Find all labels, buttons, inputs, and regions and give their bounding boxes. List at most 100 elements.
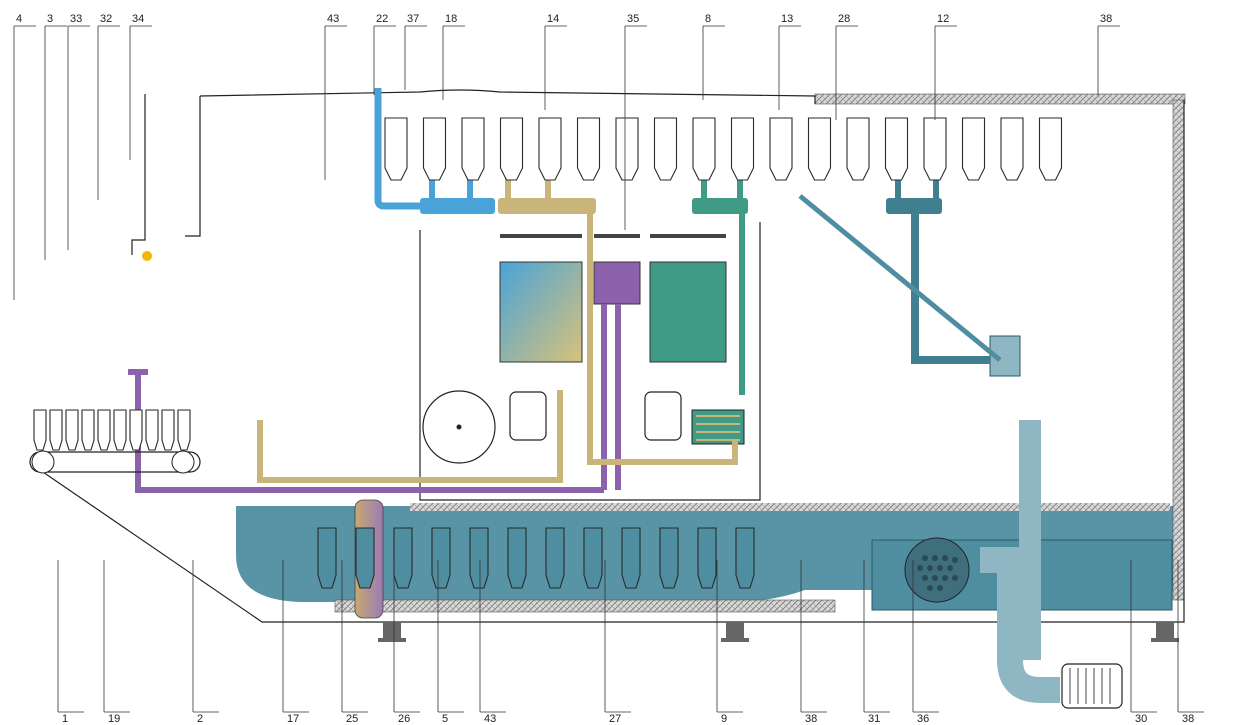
top-callout-number: 14 bbox=[547, 13, 559, 25]
blue-spray-header bbox=[420, 198, 495, 214]
machine-feet bbox=[378, 622, 1179, 642]
tank-blue-sand bbox=[499, 261, 583, 363]
bath-bottle-carrier bbox=[545, 527, 565, 589]
top-bottle-carrier bbox=[807, 117, 832, 181]
tank-purple bbox=[593, 261, 641, 305]
top-callout-number: 43 bbox=[327, 13, 339, 25]
bottom-callout-number: 2 bbox=[197, 713, 203, 725]
top-bottle-carrier bbox=[576, 117, 601, 181]
infeed-roller-left bbox=[31, 450, 55, 474]
bottom-callout-number: 31 bbox=[868, 713, 880, 725]
bottom-callout-number: 9 bbox=[721, 713, 727, 725]
teal-supply-line bbox=[911, 210, 990, 364]
top-bottle-carrier bbox=[538, 117, 562, 181]
bottom-callout-number: 38 bbox=[805, 713, 817, 725]
green-spray-header bbox=[692, 198, 748, 214]
infeed-bottle bbox=[177, 409, 191, 451]
pump-right-motor bbox=[644, 391, 682, 441]
infeed-bottle bbox=[97, 409, 111, 451]
top-callout-number: 4 bbox=[16, 13, 22, 25]
top-bottle-carrier bbox=[923, 117, 947, 181]
circulation-pump-body bbox=[1061, 663, 1123, 709]
bath-bottle-carrier bbox=[469, 527, 489, 589]
bottom-callout-number: 43 bbox=[484, 713, 496, 725]
drive-drum-hub bbox=[456, 424, 462, 430]
bottom-callout-number: 38 bbox=[1182, 713, 1194, 725]
top-bottle-carrier bbox=[384, 117, 408, 181]
bath-bottle-row bbox=[317, 527, 755, 589]
top-bottle-carrier bbox=[730, 117, 755, 181]
infeed-conveyor bbox=[29, 451, 201, 473]
top-callout-number: 12 bbox=[937, 13, 949, 25]
top-callout-number: 28 bbox=[838, 13, 850, 25]
tank-lids bbox=[500, 234, 726, 238]
bath-bottle-carrier bbox=[697, 527, 717, 589]
bottom-insulation bbox=[334, 599, 836, 613]
top-bottle-carrier bbox=[615, 117, 639, 181]
infeed-bottle bbox=[145, 409, 159, 451]
circulation-pipe-down bbox=[980, 547, 1060, 703]
infeed-bottle bbox=[113, 409, 127, 451]
tank-green bbox=[649, 261, 727, 363]
infeed-bottle bbox=[129, 409, 143, 451]
infeed-bottle bbox=[65, 409, 79, 451]
infeed-bottle bbox=[33, 409, 47, 451]
top-bottle-carrier bbox=[1038, 117, 1063, 181]
pump-fins bbox=[1069, 668, 1111, 704]
bottom-callout-number: 30 bbox=[1135, 713, 1147, 725]
top-insulation bbox=[814, 93, 1186, 105]
top-callout-number: 3 bbox=[47, 13, 53, 25]
infeed-bottle bbox=[49, 409, 63, 451]
top-bottle-carrier bbox=[461, 117, 485, 181]
bath-bottle-carrier bbox=[393, 527, 413, 589]
top-bottle-carrier bbox=[961, 117, 986, 181]
right-insulation bbox=[1172, 99, 1185, 601]
loading-hood bbox=[131, 94, 201, 255]
inner-wall bbox=[419, 222, 761, 501]
top-bottle-carrier bbox=[769, 117, 793, 181]
bath-bottle-carrier bbox=[659, 527, 679, 589]
top-bottle-carrier bbox=[692, 117, 716, 181]
bath-bottle-carrier bbox=[317, 527, 337, 589]
top-callout-number: 22 bbox=[376, 13, 388, 25]
teal-spray-header bbox=[886, 198, 942, 214]
pump-left-motor bbox=[509, 391, 547, 441]
bottom-callout-number: 25 bbox=[346, 713, 358, 725]
bath-bottle-carrier bbox=[355, 527, 375, 589]
top-callout-number: 32 bbox=[100, 13, 112, 25]
bath-bottle-carrier bbox=[507, 527, 527, 589]
bottom-callout-number: 19 bbox=[108, 713, 120, 725]
top-callout-number: 34 bbox=[132, 13, 144, 25]
mid-insulation bbox=[410, 503, 1170, 511]
top-bottle-carrier bbox=[422, 117, 447, 181]
bath-bottle-carrier bbox=[621, 527, 641, 589]
top-bottle-row bbox=[384, 117, 1063, 181]
heat-exchanger-36 bbox=[904, 537, 970, 603]
heat-exchanger-tubes bbox=[917, 555, 958, 591]
bottom-callout-number: 17 bbox=[287, 713, 299, 725]
inspection-lamp bbox=[142, 251, 152, 261]
heat-exchanger-plates bbox=[696, 415, 740, 441]
infeed-bottle bbox=[81, 409, 95, 451]
top-bottle-carrier bbox=[499, 117, 524, 181]
bath-bottle-carrier bbox=[735, 527, 755, 589]
top-callout-number: 33 bbox=[70, 13, 82, 25]
top-bottle-carrier bbox=[884, 117, 909, 181]
blue-feed-line bbox=[374, 88, 420, 210]
top-callout-number: 8 bbox=[705, 13, 711, 25]
bottom-callout-number: 36 bbox=[917, 713, 929, 725]
top-bottle-carrier bbox=[1000, 117, 1024, 181]
bottom-callout-number: 5 bbox=[442, 713, 448, 725]
top-callout-number: 37 bbox=[407, 13, 419, 25]
teal-diagonal-line bbox=[798, 194, 1002, 362]
infeed-roller-right bbox=[171, 450, 195, 474]
top-callout-number: 13 bbox=[781, 13, 793, 25]
top-callout-number: 18 bbox=[445, 13, 457, 25]
bottom-callout-number: 27 bbox=[609, 713, 621, 725]
sand-return-loop bbox=[257, 214, 738, 483]
top-bottle-carrier bbox=[653, 117, 678, 181]
top-bottle-carrier bbox=[846, 117, 870, 181]
